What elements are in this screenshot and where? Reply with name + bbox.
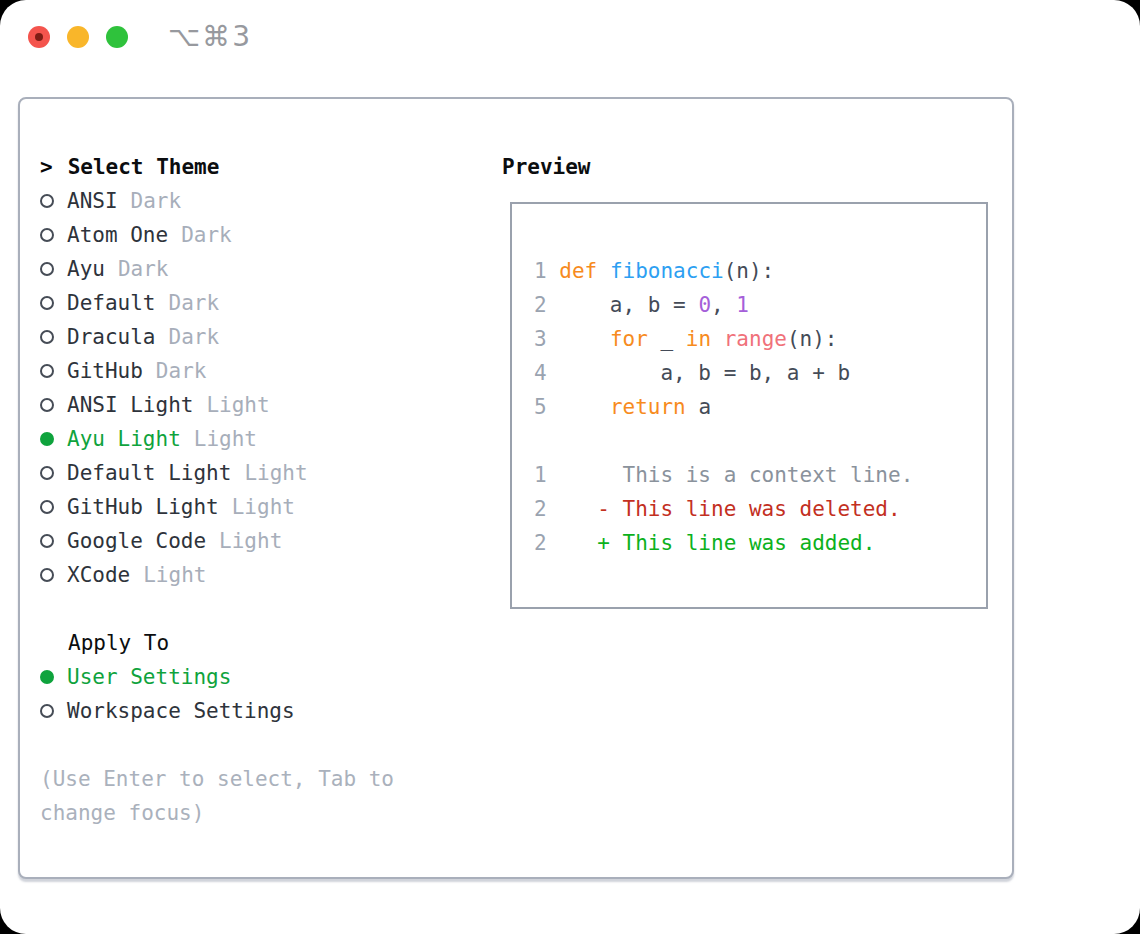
line-number: 2 [534, 526, 559, 560]
hint-text: (Use Enter to select, Tab to change focu… [40, 762, 460, 830]
theme-option-github[interactable]: GitHub Dark [40, 354, 460, 388]
left-column: > Select Theme ANSI Dark Atom One Dark A… [40, 150, 460, 830]
line-number: 1 [534, 254, 559, 288]
theme-option-ayu[interactable]: Ayu Dark [40, 252, 460, 286]
option-tag: Light [244, 456, 307, 490]
radio-circle-icon [40, 364, 54, 378]
code-token: fibonacci [610, 259, 724, 283]
theme-option-dracula[interactable]: Dracula Dark [40, 320, 460, 354]
theme-option-xcode[interactable]: XCode Light [40, 558, 460, 592]
code-token: a, b = [559, 293, 698, 317]
traffic-lights [28, 26, 128, 48]
option-label: Workspace Settings [67, 694, 295, 728]
option-label: GitHub [67, 354, 143, 388]
option-label: Default Light [67, 456, 231, 490]
select-theme-header: > Select Theme [40, 150, 460, 184]
option-tag: Dark [156, 354, 207, 388]
option-tag: Dark [181, 218, 232, 252]
code-token: (n): [787, 327, 838, 351]
theme-option-atom-one[interactable]: Atom One Dark [40, 218, 460, 252]
code-line [534, 424, 913, 458]
code-token: 1 [736, 293, 749, 317]
code-line: 1 def fibonacci(n): [534, 254, 913, 288]
option-label: Default [67, 286, 156, 320]
minimize-traffic-light-icon[interactable] [67, 26, 89, 48]
prompt-caret: > [40, 150, 53, 184]
radio-circle-icon [40, 262, 54, 276]
code-line: 1 This is a context line. [534, 458, 913, 492]
code-line: 2 a, b = 0, 1 [534, 288, 913, 322]
code-line: 4 a, b = b, a + b [534, 356, 913, 390]
code-token: (n): [724, 259, 775, 283]
theme-option-default-light[interactable]: Default Light Light [40, 456, 460, 490]
code-token: + This line was added. [559, 531, 875, 555]
theme-selector-panel: > Select Theme ANSI Dark Atom One Dark A… [18, 97, 1014, 879]
option-tag: Light [206, 388, 269, 422]
code-token: for [610, 327, 648, 351]
option-label: ANSI Light [67, 388, 193, 422]
option-tag: Light [194, 422, 257, 456]
code-token: def [559, 259, 610, 283]
apply-to-title: Apply To [68, 626, 169, 660]
option-label: Ayu Light [67, 422, 181, 456]
code-token: a [686, 395, 711, 419]
option-label: Ayu [67, 252, 105, 286]
code-token: a, b = b, a + b [559, 361, 850, 385]
radio-circle-icon [40, 466, 54, 480]
radio-circle-icon [40, 500, 54, 514]
theme-option-default[interactable]: Default Dark [40, 286, 460, 320]
option-tag: Light [232, 490, 295, 524]
theme-list: ANSI Dark Atom One Dark Ayu Dark Default… [40, 184, 460, 592]
option-label: Atom One [67, 218, 168, 252]
code-line: 2 - This line was deleted. [534, 492, 913, 526]
option-tag: Dark [169, 320, 220, 354]
apply-option-user-settings[interactable]: User Settings [40, 660, 460, 694]
line-number: 4 [534, 356, 559, 390]
option-label: Google Code [67, 524, 206, 558]
preview-code: 1 def fibonacci(n):2 a, b = 0, 13 for _ … [534, 254, 913, 560]
line-number: 2 [534, 492, 559, 526]
option-label: User Settings [67, 660, 231, 694]
theme-option-ayu-light[interactable]: Ayu Light Light [40, 422, 460, 456]
radio-circle-icon [40, 704, 54, 718]
radio-circle-icon [40, 398, 54, 412]
radio-circle-icon [40, 432, 54, 446]
code-line: 5 return a [534, 390, 913, 424]
preview-box: 1 def fibonacci(n):2 a, b = 0, 13 for _ … [510, 202, 988, 609]
code-token: range [724, 327, 787, 351]
code-token [559, 327, 610, 351]
line-number: 2 [534, 288, 559, 322]
option-label: GitHub Light [67, 490, 219, 524]
radio-circle-icon [40, 194, 54, 208]
apply-option-workspace-settings[interactable]: Workspace Settings [40, 694, 460, 728]
apply-to-header: Apply To [40, 626, 460, 660]
option-label: ANSI [67, 184, 118, 218]
zoom-traffic-light-icon[interactable] [106, 26, 128, 48]
close-dot-icon [35, 33, 43, 41]
line-number: 1 [534, 458, 559, 492]
code-line: 3 for _ in range(n): [534, 322, 913, 356]
select-theme-title: Select Theme [68, 150, 220, 184]
theme-option-ansi[interactable]: ANSI Dark [40, 184, 460, 218]
code-token [559, 395, 610, 419]
code-token: in [686, 327, 711, 351]
code-token: , [711, 293, 736, 317]
window-title: ⌥⌘3 [168, 20, 252, 53]
code-token: return [610, 395, 686, 419]
radio-circle-icon [40, 534, 54, 548]
code-token: - This line was deleted. [559, 497, 900, 521]
radio-circle-icon [40, 568, 54, 582]
option-label: Dracula [67, 320, 156, 354]
radio-circle-icon [40, 330, 54, 344]
line-number: 3 [534, 322, 559, 356]
code-token: This is a context line. [559, 463, 913, 487]
theme-option-google-code[interactable]: Google Code Light [40, 524, 460, 558]
theme-option-ansi-light[interactable]: ANSI Light Light [40, 388, 460, 422]
line-number: 5 [534, 390, 559, 424]
theme-option-github-light[interactable]: GitHub Light Light [40, 490, 460, 524]
code-token: 0 [698, 293, 711, 317]
code-line: 2 + This line was added. [534, 526, 913, 560]
radio-circle-icon [40, 296, 54, 310]
close-traffic-light-icon[interactable] [28, 26, 50, 48]
